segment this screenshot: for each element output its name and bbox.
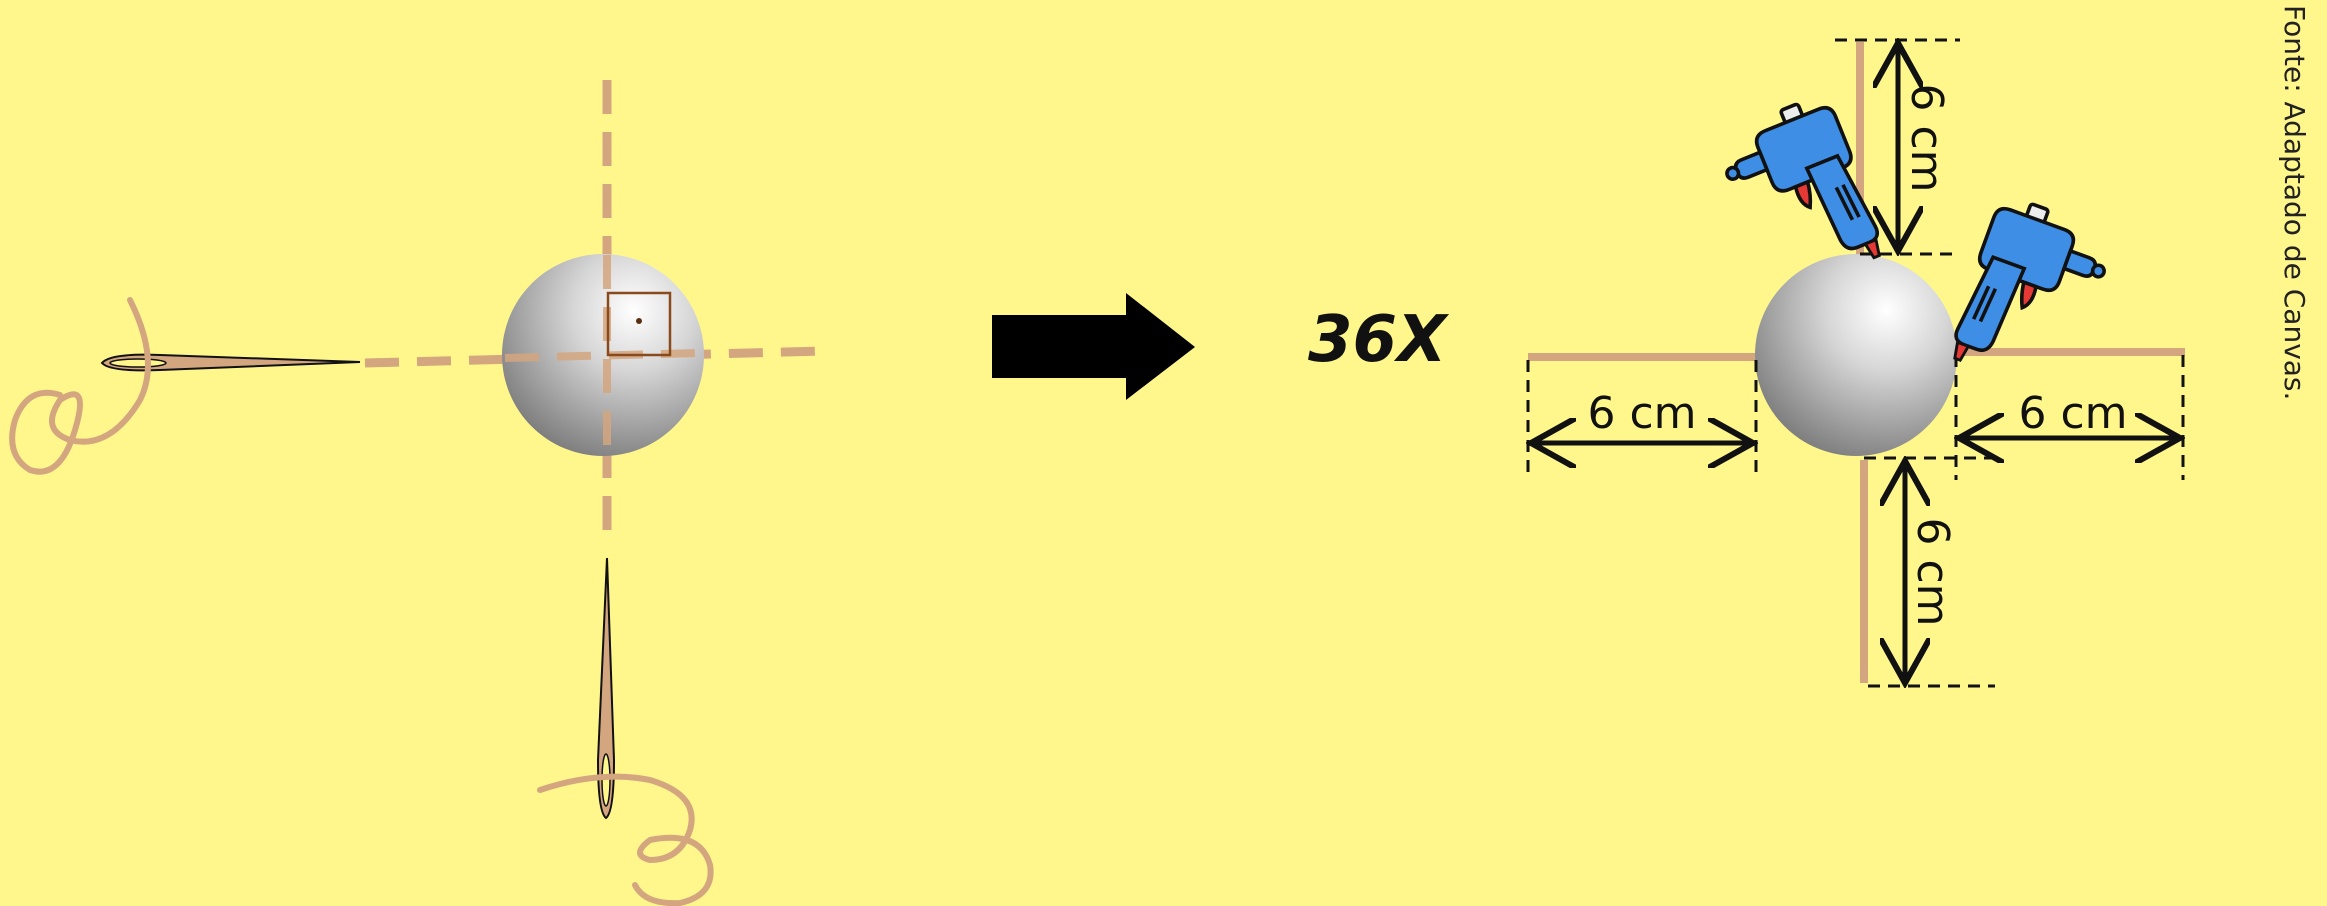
left-threading-panel <box>9 80 826 906</box>
dimension-label-left: 6 cm <box>1587 388 1696 439</box>
thread-loop-bottom <box>537 773 714 906</box>
needle-horizontal-icon <box>100 353 361 372</box>
process-arrow-icon <box>992 293 1195 400</box>
source-note: Fonte: Adaptado de Canvas. <box>2278 5 2311 400</box>
multiplier-text: 36X <box>1308 303 1449 377</box>
right-assembly-panel: 6 cm 6 cm 6 cm 6 cm <box>1528 40 2185 686</box>
center-detail-box <box>606 291 672 357</box>
dimension-label-right: 6 cm <box>2018 388 2127 439</box>
center-dot <box>636 318 642 324</box>
styrofoam-ball <box>502 254 704 456</box>
dimension-label-top: 6 cm <box>1901 83 1952 192</box>
dimension-label-bottom: 6 cm <box>1907 517 1958 626</box>
glue-gun-right-icon <box>1942 191 2120 398</box>
thread-loop-left <box>9 297 151 475</box>
styrofoam-ball-glued <box>1755 254 1957 456</box>
